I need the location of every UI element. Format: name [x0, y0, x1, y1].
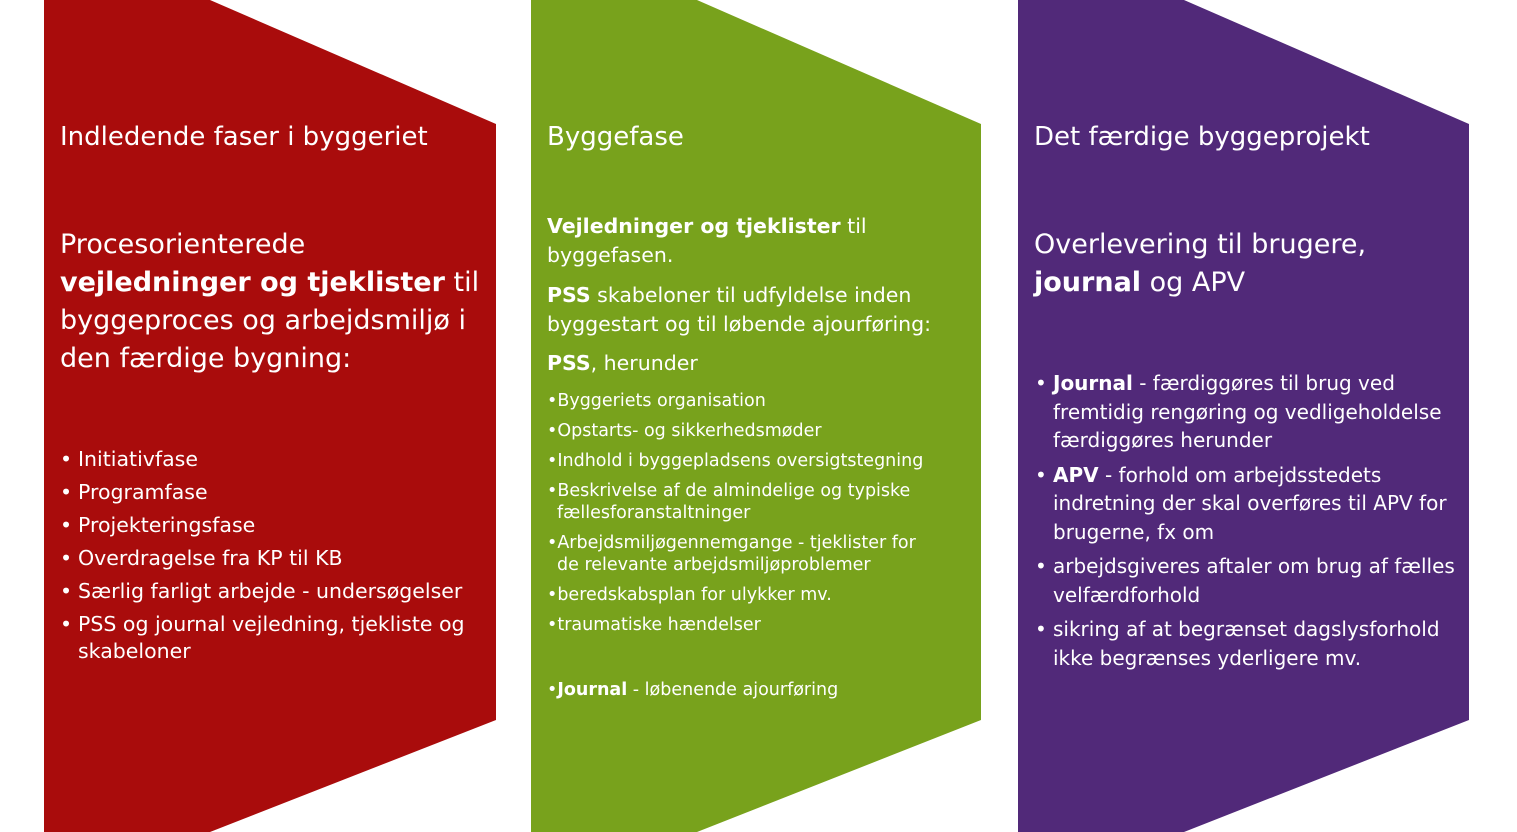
- list-item: Programfase: [60, 479, 478, 506]
- list-item: Journal - færdiggøres til brug ved fremt…: [1035, 369, 1461, 455]
- intro-text: Vejledninger og tjeklister til byggefase…: [547, 214, 867, 267]
- list-item: APV - forhold om arbejdsstedets indretni…: [1035, 461, 1461, 547]
- phase-panel-construction: Byggefase Vejledninger og tjeklister til…: [531, 0, 981, 832]
- list-item: Overdragelse fra KP til KB: [60, 545, 478, 572]
- panel-title: Indledende faser i byggeriet: [60, 122, 428, 152]
- list-item: PSS og journal vejledning, tjekliste og …: [60, 611, 478, 665]
- list-item: de relevante arbejdsmiljøproblemer: [557, 555, 871, 575]
- panel-title: Det færdige byggeprojekt: [1034, 122, 1370, 152]
- list-item: sikring af at begrænset dagslysforhold i…: [1035, 615, 1461, 672]
- pss-label: PSS, herunder: [547, 351, 698, 375]
- list-item: Projekteringsfase: [60, 512, 478, 539]
- panel-heading: Procesorienterede vejledninger og tjekli…: [60, 229, 480, 374]
- list-item: •Beskrivelse af de almindelige og typisk…: [547, 481, 911, 501]
- list-item: •beredskabsplan for ulykker mv.: [547, 585, 832, 605]
- pss-list: •Byggeriets organisation •Opstarts- og s…: [547, 390, 923, 636]
- journal-line: •Journal - løbenende ajourføring: [547, 680, 839, 700]
- list-item: •Byggeriets organisation: [547, 391, 766, 411]
- panel-heading: Overlevering til brugere, journal og APV: [1034, 229, 1367, 298]
- list-item: •Indhold i byggepladsens oversigtstegnin…: [547, 451, 924, 471]
- phase-panel-completed: Det færdige byggeprojekt Overlevering ti…: [1018, 0, 1469, 832]
- panel-title: Byggefase: [547, 122, 684, 152]
- list-item: arbejdsgiveres aftaler om brug af fælles…: [1035, 552, 1461, 609]
- chevron-shape-green: [531, 0, 981, 832]
- pss-text: PSS skabeloner til udfyldelse inden bygg…: [547, 283, 932, 336]
- handover-list: Journal - færdiggøres til brug ved fremt…: [1035, 369, 1461, 672]
- list-item: •Opstarts- og sikkerhedsmøder: [547, 421, 822, 441]
- phase-panel-initial: Indledende faser i byggeriet Procesorien…: [44, 0, 496, 832]
- list-item: Initiativfase: [60, 446, 478, 473]
- list-item: Særlig farligt arbejde - undersøgelser: [60, 578, 478, 605]
- list-item: •Arbejdsmiljøgennemgange - tjeklister fo…: [547, 533, 916, 553]
- phase-list: Initiativfase Programfase Projekteringsf…: [60, 446, 478, 665]
- list-item: •traumatiske hændelser: [547, 615, 761, 635]
- list-item: fællesforanstaltninger: [557, 503, 751, 523]
